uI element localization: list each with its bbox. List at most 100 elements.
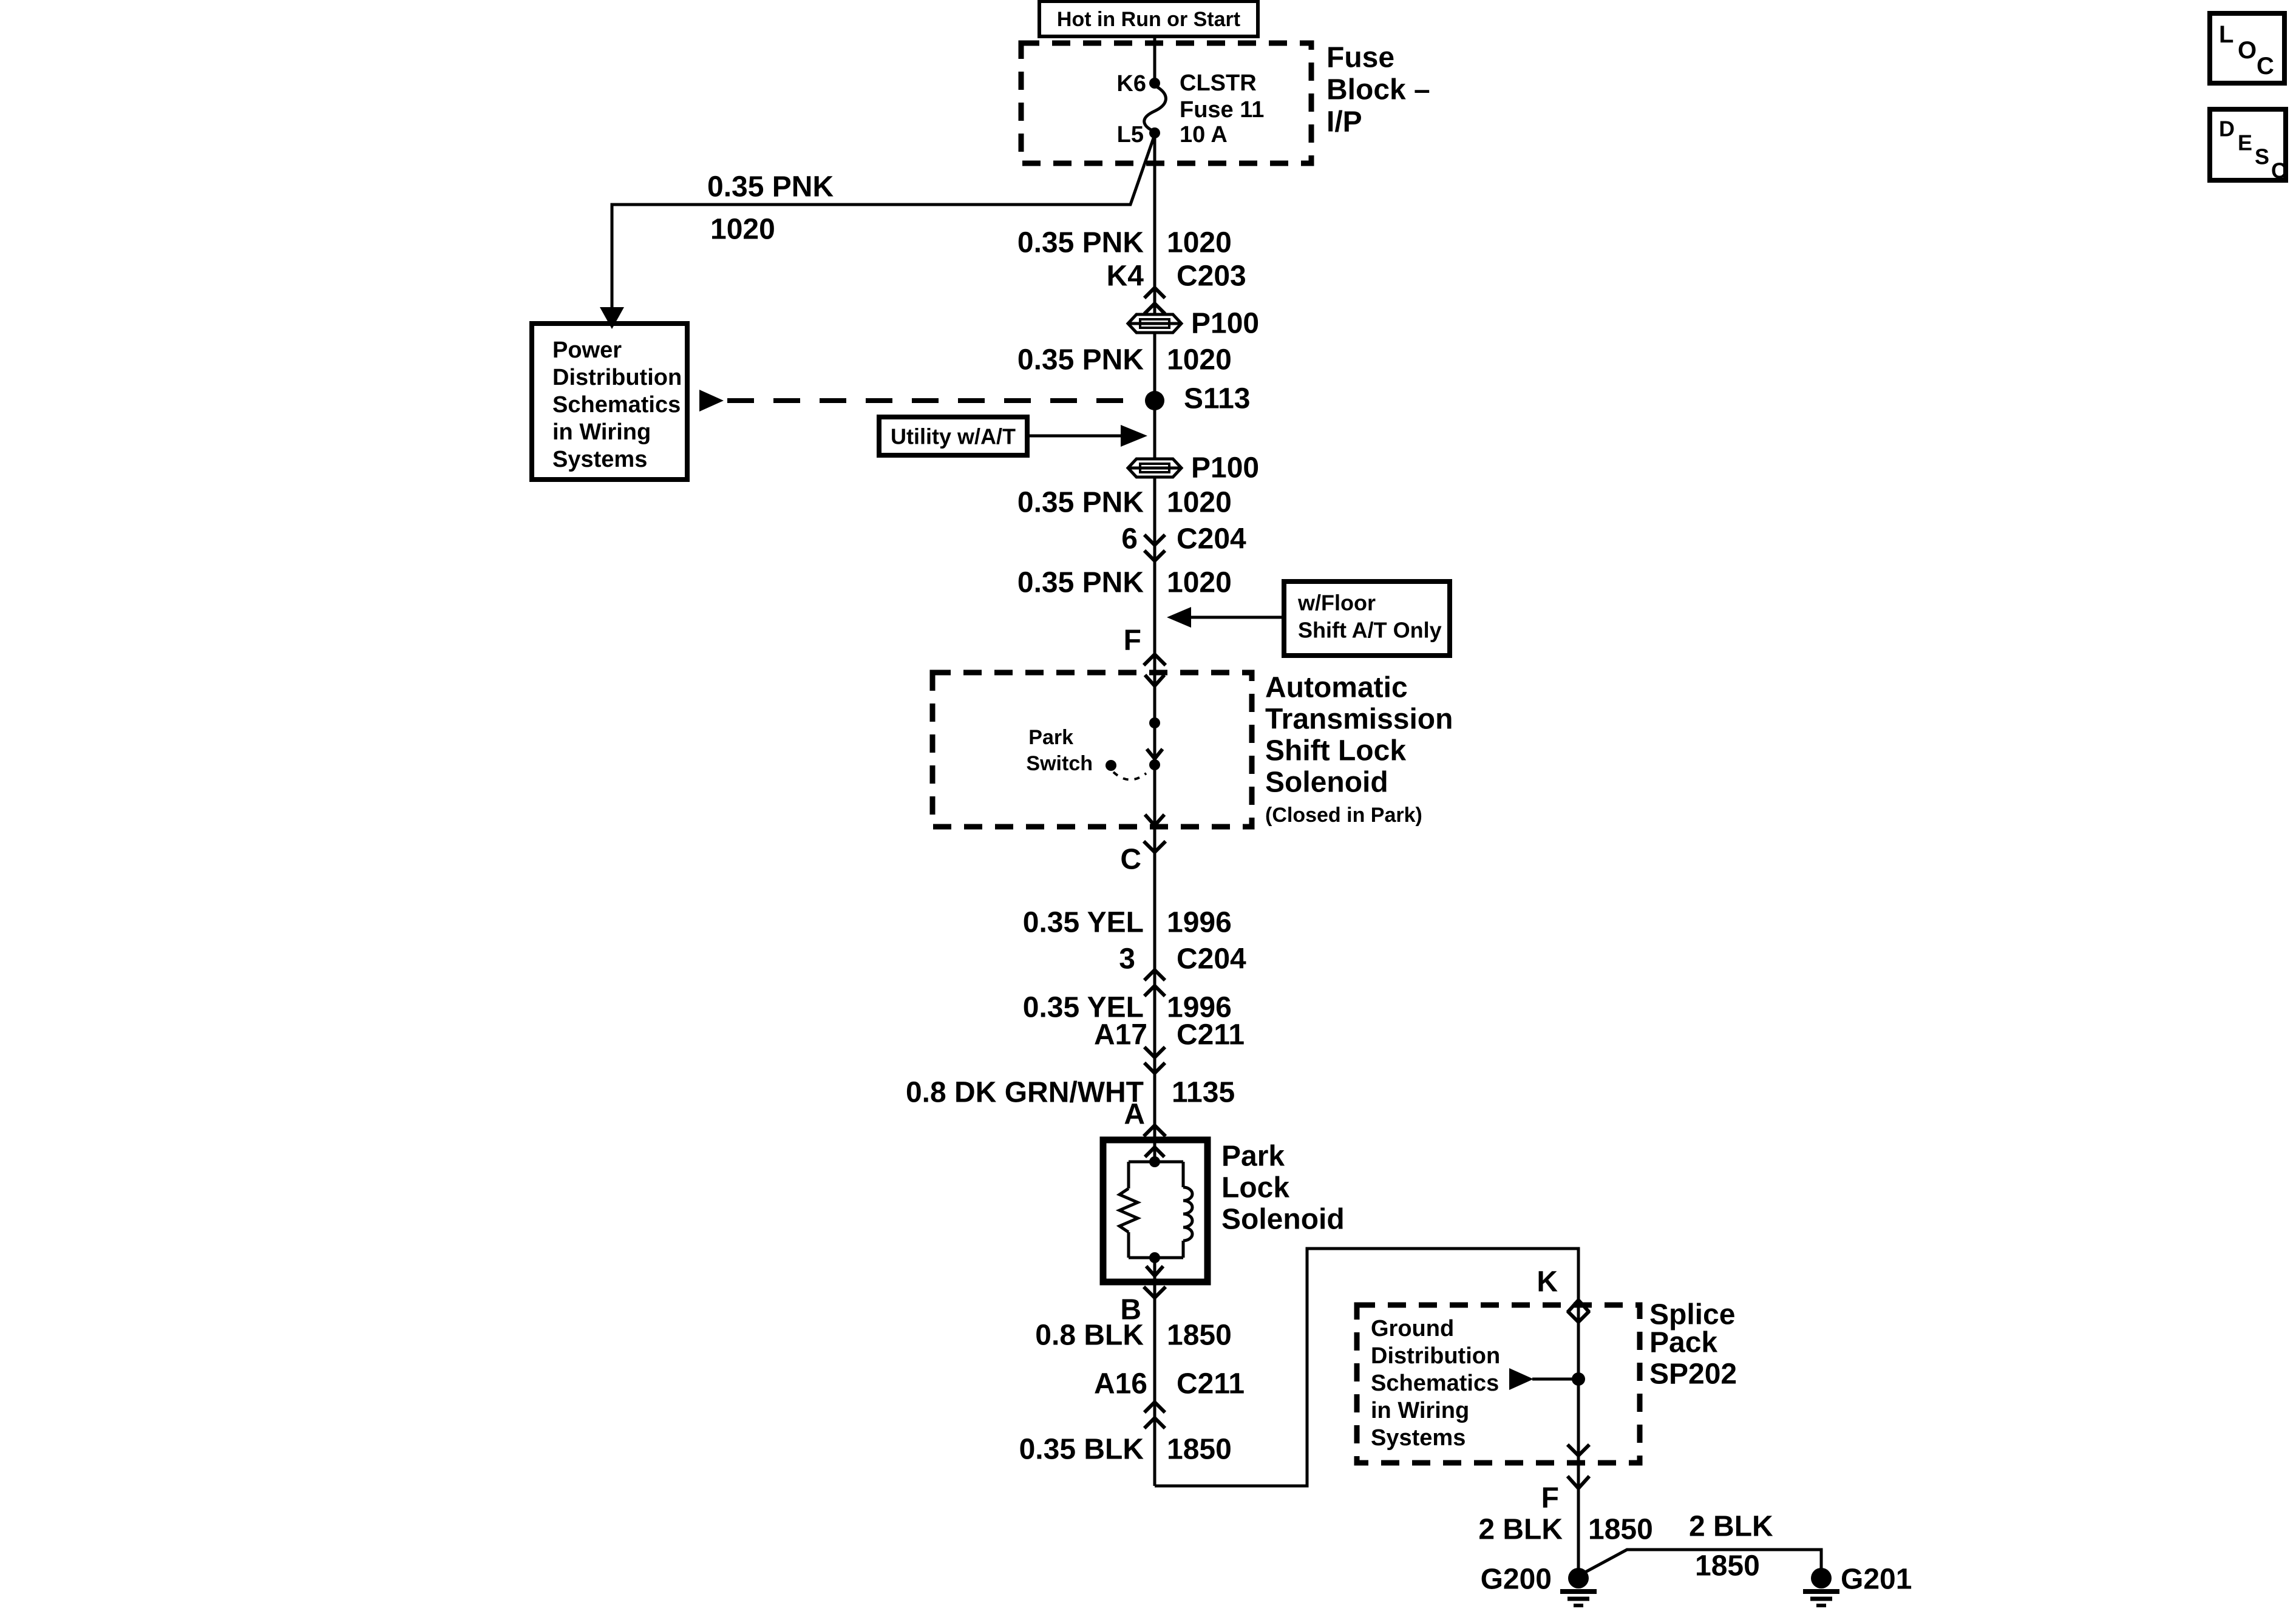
power-source-label: Hot in Run or Start (1057, 8, 1240, 31)
ground-dot (1811, 1568, 1832, 1588)
shift-lock-note: (Closed in Park) (1265, 804, 1422, 827)
terminal-letter-k: K (1537, 1266, 1558, 1298)
ground-dot (1568, 1568, 1589, 1588)
ground-ref-line: Ground (1371, 1316, 1454, 1341)
floor-shift-line: Shift A/T Only (1298, 618, 1442, 643)
connector-id-label: C204 (1177, 943, 1246, 975)
circuit-number-label: 1020 (1167, 487, 1232, 519)
fuse-id-line: 10 A (1180, 122, 1228, 147)
circuit-number-label: 1850 (1588, 1514, 1653, 1546)
utility-tag: Utility w/A/T (877, 415, 1147, 458)
wire-color-label: 0.35 PNK (1017, 227, 1144, 259)
wire-label-row: 0.8 DK GRN/WHT 1135 (906, 1077, 1235, 1109)
circuit-number-label: 1020 (1167, 227, 1232, 259)
connector-row-c204-lower: 3 C204 (1119, 943, 1246, 998)
wire-color-label: 0.8 DK GRN/WHT (906, 1077, 1144, 1109)
wire-color-label: 0.35 YEL (1023, 992, 1144, 1024)
ground-ref-line: Systems (1371, 1425, 1466, 1451)
left-branch: 0.35 PNK 1020 (600, 134, 1156, 329)
ground-ref-line: Distribution (1371, 1343, 1500, 1369)
desc-letter: E (2238, 131, 2252, 155)
connector-chevron-down (1143, 533, 1167, 548)
connector-row-c203: K4 C203 (1107, 260, 1246, 316)
desc-tab-box (2207, 107, 2288, 183)
loc-letter: O (2238, 37, 2257, 64)
wire-color-label: 2 BLK (1689, 1511, 1773, 1543)
fuse-block-name-line: Fuse (1326, 42, 1394, 74)
branch-wire-label: 0.35 PNK (707, 171, 834, 203)
entry-chevron-down (1566, 1309, 1591, 1325)
terminal-letter-b: B (1120, 1294, 1141, 1326)
junction-dot (1149, 1252, 1160, 1263)
power-ref-border (529, 321, 690, 482)
ground-routing-wire (1155, 1247, 1580, 1488)
fuse-block-dashed-box (1018, 40, 1314, 166)
connector-id-label: C211 (1177, 1368, 1245, 1400)
terminal-chevron-down (1142, 1285, 1167, 1301)
branch-circuit-label: 1020 (710, 214, 775, 246)
connector-chevron-down (1143, 1061, 1167, 1076)
terminal-chevron-up (1142, 1122, 1167, 1138)
fuse-id-line: Fuse 11 (1180, 97, 1264, 123)
circuit-number-label: 1850 (1695, 1550, 1760, 1582)
terminal-id-label: A16 (1094, 1368, 1147, 1400)
fuse-id-line: CLSTR (1180, 70, 1257, 96)
circuit-number-label: 1850 (1167, 1320, 1232, 1352)
g201-branch-wire (1580, 1548, 1823, 1576)
left-arrowhead (1167, 607, 1191, 628)
terminal-chevron-up (1142, 651, 1167, 667)
grommet-label: P100 (1191, 308, 1259, 340)
splice-pack-name-line: Splice (1649, 1299, 1735, 1331)
grommet-core (1139, 463, 1170, 473)
p100-passthrough-lower: P100 (1126, 452, 1259, 484)
power-ref-box: Power Distribution Schematics in Wiring … (529, 321, 1139, 482)
terminal-chevron-up (1566, 1297, 1591, 1314)
connector-row-c211-upper: A17 C211 (1094, 1019, 1245, 1076)
terminal-letter-c: C (1120, 844, 1141, 876)
loc-letter: L (2219, 21, 2233, 48)
power-ref-line: Distribution (552, 365, 682, 390)
connector-chevron-up (1143, 967, 1167, 982)
splice-label: S113 (1184, 383, 1250, 415)
park-lock-name-line: Lock (1221, 1172, 1289, 1204)
switch-contact-dot (1149, 759, 1160, 770)
wire-color-label: 0.35 PNK (1017, 487, 1144, 519)
park-switch-label: Park (1028, 726, 1073, 749)
park-switch-label: Switch (1026, 752, 1093, 775)
exit-chevron-down (1143, 813, 1166, 829)
power-source: Hot in Run or Start (1038, 0, 1260, 38)
desc-letter: C (2271, 158, 2287, 183)
splice-pack-name-line: Pack (1649, 1327, 1717, 1359)
exit-chevron-down (1566, 1443, 1591, 1459)
desc-letter: S (2255, 144, 2269, 169)
loc-tab-box (2207, 11, 2287, 86)
fuse-block-name-line: I/P (1326, 106, 1362, 138)
ground-wire-labels: 2 BLK 1850 2 BLK 1850 (1478, 1511, 1773, 1582)
terminal-id-label: 3 (1119, 943, 1135, 975)
coil-symbol (1183, 1185, 1194, 1242)
g201-ground: G201 (1803, 1564, 1912, 1607)
entry-chevron-down (1143, 674, 1166, 689)
power-ref-line: Systems (552, 447, 647, 472)
shift-lock-name-line: Transmission (1265, 703, 1453, 736)
right-arrowhead (1509, 1368, 1533, 1390)
splice-dot (1145, 391, 1164, 410)
g200-ground: G200 (1481, 1564, 1597, 1607)
ground-ref-line: Schematics (1371, 1371, 1499, 1396)
switch-travel-arc (1112, 771, 1147, 781)
power-ref-line: in Wiring (552, 419, 651, 445)
connector-chevron-up (1143, 1399, 1167, 1414)
shift-lock-dashed-box (929, 670, 1255, 830)
exit-arrowhead-down (1144, 1265, 1165, 1279)
wire-label-row: 0.35 BLK 1850 (1019, 1434, 1232, 1466)
power-source-box (1038, 0, 1260, 38)
switch-arm-arrowhead (1145, 748, 1164, 762)
switch-contact-dot (1149, 717, 1160, 728)
grommet-label: P100 (1191, 452, 1259, 484)
wire-color-label: 0.35 YEL (1023, 907, 1144, 939)
entry-chevron-up (1143, 1144, 1166, 1159)
circuit-number-label: 1020 (1167, 344, 1232, 376)
connector-row-c204-upper: 6 C204 (1121, 523, 1246, 564)
